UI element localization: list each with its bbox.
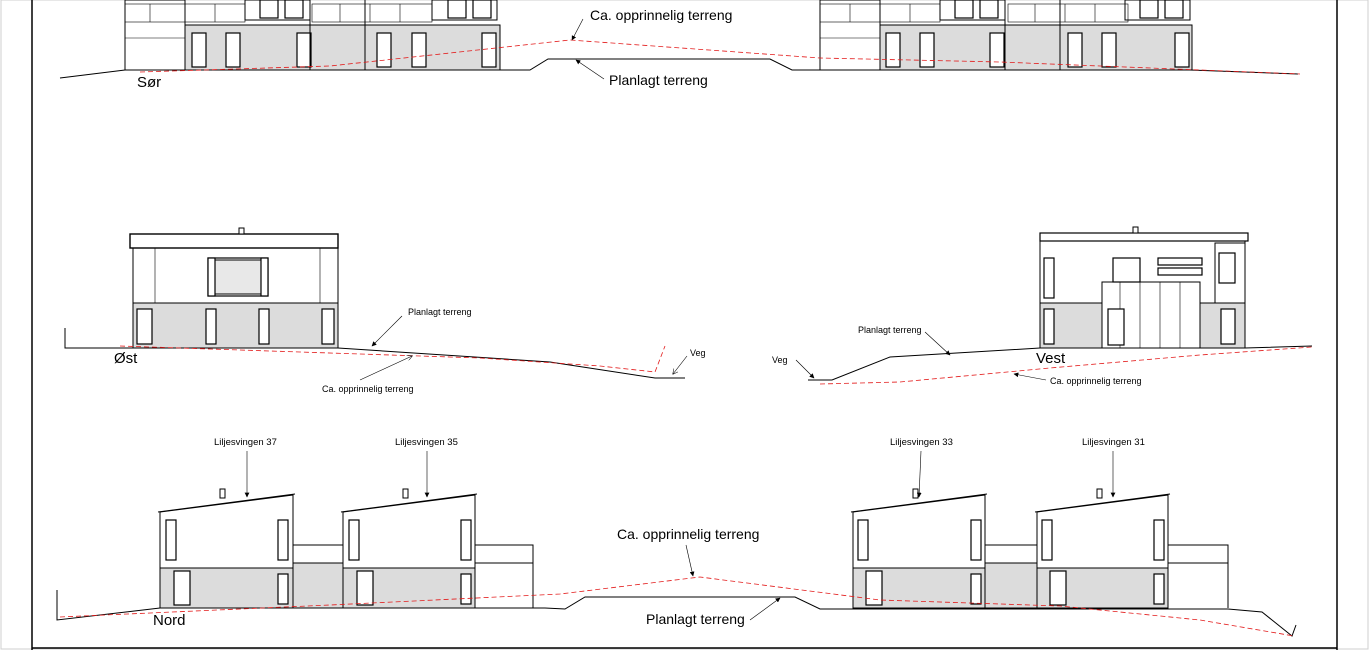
- east-original-terrain-line: [119, 345, 666, 373]
- west-elevation: Vest Planlagt terreng Ca. opprinnelig te…: [772, 226, 1313, 386]
- south-elevation: Sør Ca. opprinnelig terreng Planlagt ter…: [59, 0, 1301, 91]
- east-building: [129, 227, 339, 349]
- north-elevation: Nord Ca. opprinnelig terreng Planlagt te…: [56, 437, 1297, 637]
- west-road-label: Veg: [772, 355, 788, 365]
- west-original-terrain-line: [819, 346, 1313, 385]
- house-label-liljesvingen-33: Liljesvingen 33: [890, 437, 953, 448]
- house-label-liljesvingen-31: Liljesvingen 31: [1082, 437, 1145, 448]
- north-elevation-label: Nord: [153, 612, 186, 629]
- east-planned-terrain-line: [64, 328, 685, 379]
- house-label-liljesvingen-37: Liljesvingen 37: [214, 437, 277, 448]
- south-planned-terrain-line: [59, 58, 1299, 79]
- east-elevation-label: Øst: [114, 350, 138, 367]
- west-original-terrain-label: Ca. opprinnelig terreng: [1050, 376, 1142, 386]
- south-planned-terrain-label: Planlagt terreng: [609, 72, 708, 88]
- east-elevation: Øst Planlagt terreng Ca. opprinnelig ter…: [64, 227, 706, 394]
- north-original-terrain-label: Ca. opprinnelig terreng: [617, 526, 759, 542]
- north-original-terrain-line: [59, 576, 1295, 637]
- north-planned-terrain-line: [56, 590, 1297, 637]
- east-road-label: Veg: [690, 348, 706, 358]
- west-building: [1039, 226, 1249, 349]
- south-original-terrain-label: Ca. opprinnelig terreng: [590, 7, 732, 23]
- south-building-right: [819, 0, 1193, 71]
- south-elevation-label: Sør: [137, 74, 161, 91]
- south-building-left: [124, 0, 501, 71]
- south-original-terrain-line: [139, 39, 1301, 75]
- west-elevation-label: Vest: [1036, 350, 1066, 367]
- north-house-3: [850, 488, 1038, 609]
- north-house-1: [157, 488, 344, 609]
- east-planned-terrain-label: Planlagt terreng: [408, 307, 472, 317]
- north-house-4: [1034, 488, 1229, 609]
- house-label-liljesvingen-35: Liljesvingen 35: [395, 437, 458, 448]
- north-house-2: [340, 488, 534, 609]
- west-planned-terrain-line: [808, 345, 1313, 381]
- east-original-terrain-label: Ca. opprinnelig terreng: [322, 384, 414, 394]
- north-planned-terrain-label: Planlagt terreng: [646, 611, 745, 627]
- west-planned-terrain-label: Planlagt terreng: [858, 325, 922, 335]
